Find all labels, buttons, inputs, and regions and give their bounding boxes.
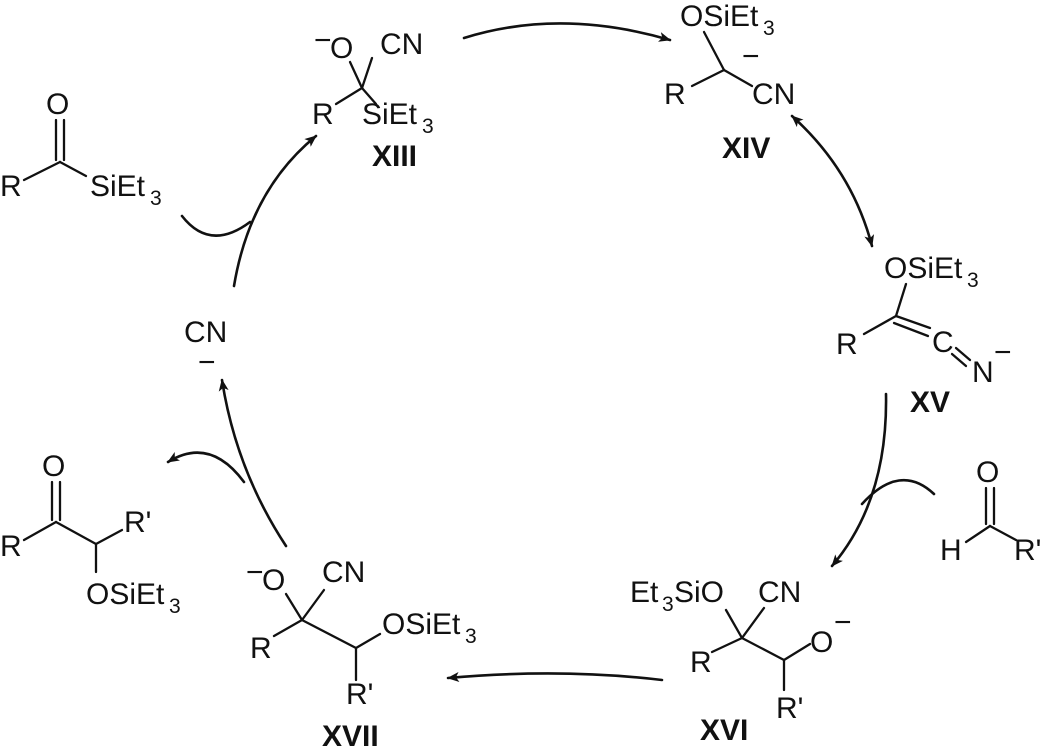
- atom-h: H: [940, 534, 962, 567]
- subscript-3: 3: [169, 595, 181, 618]
- atom-o: O: [46, 88, 69, 121]
- atom-o: O: [262, 564, 285, 597]
- arrow-xv-to-xvi: [830, 392, 888, 568]
- atom-r-prime: R': [346, 678, 373, 711]
- arrow-xiii-to-xiv: [462, 22, 672, 42]
- atom-cn: CN: [380, 28, 423, 61]
- atom-osiet: OSiEt: [86, 578, 165, 611]
- atom-osiet: OSiEt: [884, 252, 963, 285]
- acylsilane-reactant: O R SiEt 3: [0, 88, 162, 210]
- intermediate-xiii: − O CN R SiEt 3 XIII: [312, 24, 434, 173]
- atom-o: O: [976, 456, 999, 489]
- atom-et: Et: [630, 576, 659, 609]
- arrow-xvii-to-cyanide: [218, 378, 288, 548]
- atom-o: O: [810, 626, 833, 659]
- atom-o: O: [42, 450, 65, 483]
- atom-cn: CN: [758, 576, 801, 609]
- acyloin-product: O R R' OSiEt 3: [0, 450, 181, 618]
- subscript-3: 3: [967, 269, 979, 292]
- label-xv: XV: [910, 386, 950, 419]
- atom-r: R: [0, 530, 22, 563]
- atom-sio: SiO: [674, 576, 724, 609]
- arrow-product-release: [166, 451, 246, 484]
- atom-r: R: [836, 328, 858, 361]
- subscript-3: 3: [763, 17, 775, 40]
- atom-r: R: [664, 78, 686, 111]
- atom-r-prime: R': [124, 506, 151, 539]
- label-xiii: XIII: [372, 140, 417, 173]
- atom-r: R: [250, 632, 272, 665]
- atom-cn: CN: [752, 78, 795, 111]
- atom-cn: CN: [184, 316, 227, 349]
- negative-charge: −: [742, 40, 760, 73]
- atom-o: O: [330, 32, 353, 65]
- atom-osiet: OSiEt: [382, 608, 461, 641]
- label-xiv: XIV: [722, 132, 770, 165]
- atom-r: R: [312, 98, 334, 131]
- atom-c: C: [932, 326, 954, 359]
- aldehyde-reactant: O H R': [940, 456, 1041, 567]
- intermediate-xvii: − O CN R OSiEt 3 R' XVII: [246, 556, 477, 748]
- cyanide-anion: CN −: [184, 316, 227, 379]
- atom-r: R: [0, 170, 22, 203]
- intermediate-xvi: Et 3 SiO CN R O − R' XVI: [630, 576, 852, 747]
- negative-charge: −: [314, 24, 332, 57]
- arrow-aldehyde-entry: [860, 478, 936, 506]
- intermediate-xv: OSiEt 3 R C N − XV: [836, 252, 1012, 419]
- atom-siet: SiEt: [362, 98, 418, 131]
- atom-n: N: [972, 356, 994, 389]
- negative-charge: −: [246, 556, 264, 589]
- subscript-3: 3: [422, 115, 434, 138]
- atom-osiet: OSiEt: [680, 0, 759, 33]
- negative-charge: −: [994, 336, 1012, 369]
- atom-r-prime: R': [1014, 534, 1041, 567]
- label-xvii: XVII: [322, 720, 379, 748]
- cycle-arrows: [166, 22, 936, 683]
- subscript-3: 3: [465, 625, 477, 648]
- arrow-xvi-to-xvii: [446, 672, 664, 683]
- intermediate-xiv: OSiEt 3 − R CN XIV: [664, 0, 795, 165]
- arrow-cyanide-to-xiii: [232, 134, 318, 288]
- negative-charge: −: [834, 606, 852, 639]
- atom-r-prime: R': [776, 692, 803, 725]
- arrow-xiv-xv-equilibrium: [790, 114, 875, 248]
- atom-siet: SiEt: [90, 170, 146, 203]
- negative-charge: −: [198, 346, 216, 379]
- atom-r: R: [690, 646, 712, 679]
- label-xvi: XVI: [700, 714, 748, 747]
- subscript-3: 3: [662, 593, 674, 616]
- subscript-3: 3: [150, 187, 162, 210]
- atom-cn: CN: [322, 556, 365, 589]
- arrow-acylsilane-entry: [180, 214, 252, 237]
